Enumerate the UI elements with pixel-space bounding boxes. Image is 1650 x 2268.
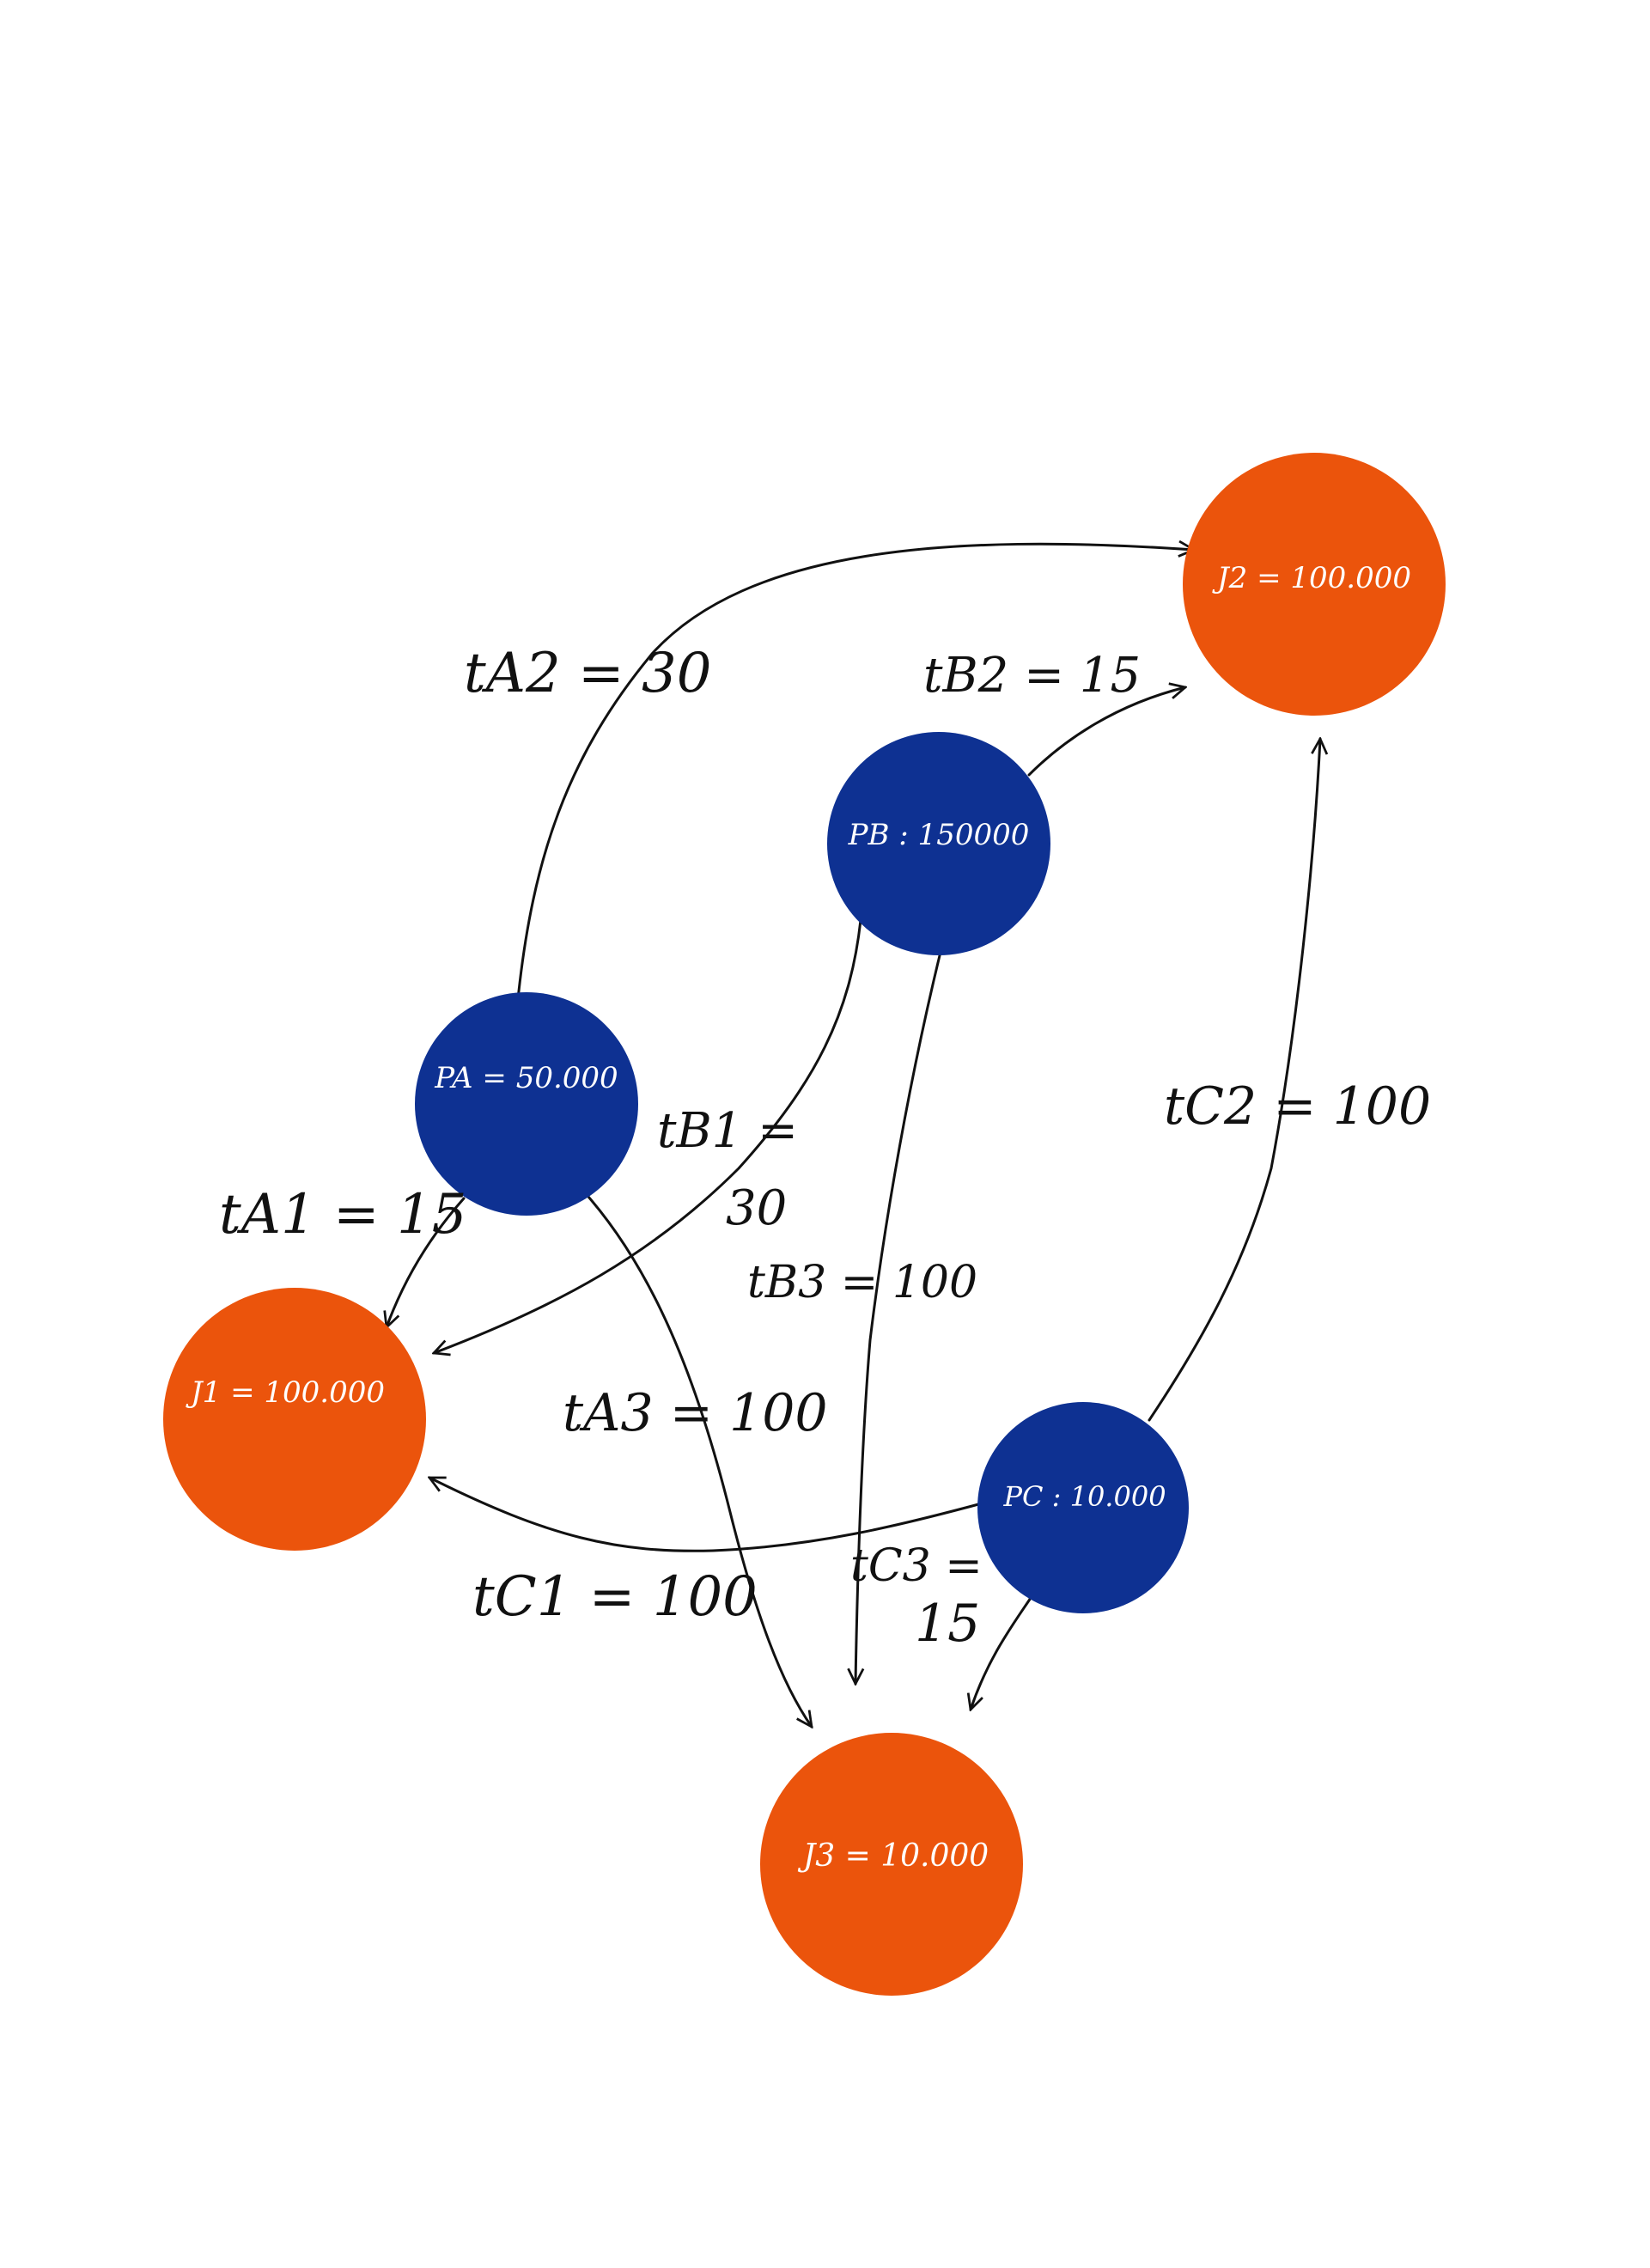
node-j2: J2 = 100.000 — [1183, 453, 1446, 716]
edge-a1-label: tA1 = 15 — [219, 1183, 466, 1247]
edge-a2-label: tA2 = 30 — [464, 642, 711, 705]
node-pc-label: PC : 10.000 — [1002, 1480, 1166, 1513]
node-pa: PA = 50.000 — [415, 992, 638, 1216]
node-pa-label: PA = 50.000 — [434, 1061, 618, 1095]
edge-pc-j2 — [1148, 739, 1320, 1422]
node-j1-circle — [163, 1288, 426, 1551]
edge-pb-j1 — [434, 918, 862, 1353]
edge-b2-label: tB2 = 15 — [923, 648, 1141, 704]
edge-pc-j3 — [971, 1596, 1032, 1710]
node-j3-circle — [760, 1733, 1023, 1996]
node-pb-circle — [827, 732, 1050, 955]
node-pb: PB : 150000 — [827, 732, 1050, 955]
node-pb-label: PB : 150000 — [848, 818, 1030, 852]
edge-pb-j2 — [1027, 687, 1185, 777]
node-pa-circle — [415, 992, 638, 1216]
edge-c3-label: tC3 = — [850, 1540, 983, 1592]
node-j3-label: J3 = 10.000 — [797, 1838, 989, 1874]
edge-pa-j2 — [516, 544, 1194, 1001]
edge-pa-j3 — [587, 1195, 812, 1727]
edge-b1-label-line2: 30 — [726, 1180, 787, 1236]
edge-pa-j1 — [387, 1197, 466, 1327]
edge-b1-label: tB1 = — [657, 1103, 798, 1159]
edge-b3-label: tB3 = 100 — [747, 1257, 977, 1308]
node-j2-circle — [1183, 453, 1446, 716]
edge-c2-label: tC2 = 100 — [1164, 1076, 1431, 1137]
node-j1-label: J1 = 100.000 — [186, 1375, 385, 1410]
node-j2-label: J2 = 100.000 — [1212, 561, 1411, 595]
edge-pc-j1 — [429, 1476, 983, 1552]
edge-a3-label: tA3 = 100 — [563, 1383, 828, 1443]
node-j3: J3 = 10.000 — [760, 1733, 1023, 1996]
edge-c3-label-line2: 15 — [915, 1594, 980, 1654]
edge-c1-label: tC1 = 100 — [472, 1565, 758, 1629]
node-pc: PC : 10.000 — [977, 1402, 1189, 1613]
node-j1: J1 = 100.000 — [163, 1288, 426, 1551]
edge-pb-j3 — [855, 943, 944, 1684]
node-pc-circle — [977, 1402, 1189, 1613]
